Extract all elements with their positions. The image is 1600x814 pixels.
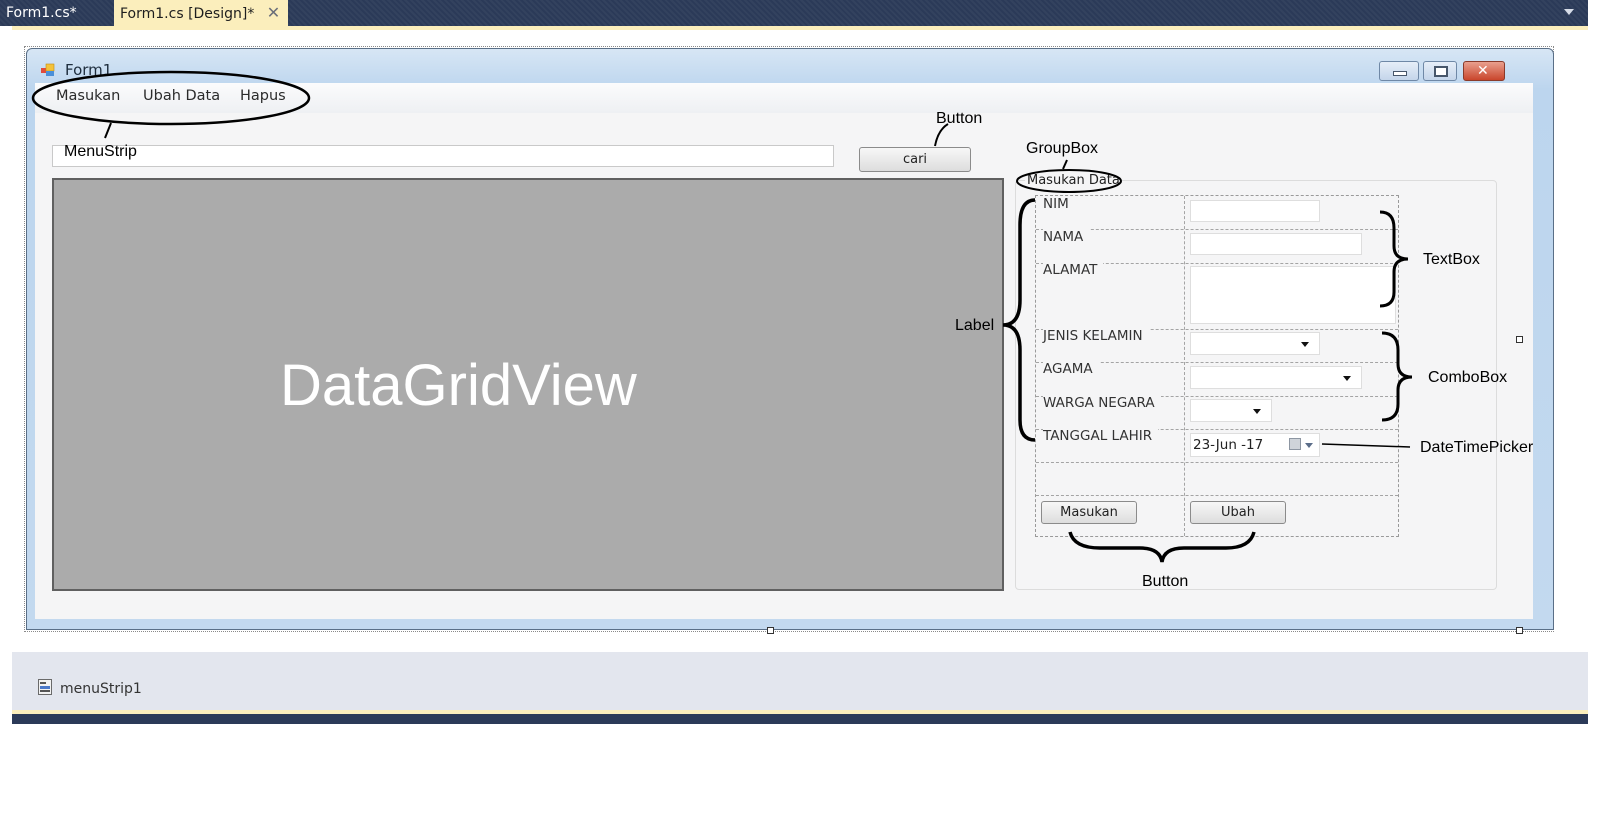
menu-strip: Masukan Ubah Data Hapus bbox=[35, 83, 1533, 113]
groupbox-masukan-data bbox=[1015, 180, 1497, 590]
groupbox-title: Masukan Data bbox=[1025, 173, 1122, 188]
tlp-divider bbox=[1036, 362, 1398, 363]
agama-combobox[interactable] bbox=[1190, 366, 1362, 389]
tlp-divider bbox=[1036, 495, 1398, 496]
annotation-combobox: ComboBox bbox=[1428, 369, 1508, 386]
data-grid-view-label: DataGridView bbox=[280, 353, 637, 418]
tab-label: Form1.cs [Design]* bbox=[120, 6, 255, 22]
annotation-menustrip: MenuStrip bbox=[64, 143, 137, 160]
form-window[interactable]: Form1 ✕ Masukan Ubah Data Hapus cari Dat… bbox=[26, 48, 1554, 630]
tab-form1-code[interactable]: Form1.cs* bbox=[0, 0, 108, 26]
close-button[interactable]: ✕ bbox=[1463, 61, 1505, 81]
tlp-divider bbox=[1036, 462, 1398, 463]
tab-label: Form1.cs* bbox=[6, 5, 77, 21]
date-value: 23-Jun -17 bbox=[1193, 437, 1264, 453]
menu-item-ubah-data[interactable]: Ubah Data bbox=[143, 88, 221, 104]
search-input[interactable] bbox=[52, 145, 834, 167]
dropdown-arrow-icon bbox=[1301, 342, 1309, 347]
table-layout-panel: NIM NAMA ALAMAT JENIS KELAMIN AGAMA WARG… bbox=[1035, 195, 1399, 537]
label-tanggal-lahir: TANGGAL LAHIR bbox=[1043, 428, 1159, 444]
alamat-textbox[interactable] bbox=[1190, 266, 1396, 324]
annotation-button-bottom: Button bbox=[1142, 573, 1189, 590]
menu-item-masukan[interactable]: Masukan bbox=[56, 88, 121, 104]
tab-form1-design[interactable]: Form1.cs [Design]* ✕ bbox=[114, 0, 288, 26]
maximize-button[interactable] bbox=[1423, 61, 1457, 81]
tlp-divider bbox=[1184, 196, 1185, 536]
resize-handle-right[interactable] bbox=[1516, 336, 1523, 343]
tlp-divider bbox=[1036, 429, 1398, 430]
tray-item-menustrip1[interactable]: menuStrip1 bbox=[60, 681, 142, 697]
calendar-icon bbox=[1289, 438, 1301, 450]
dropdown-arrow-icon bbox=[1305, 443, 1313, 448]
label-jenis-kelamin: JENIS KELAMIN bbox=[1043, 328, 1149, 344]
nim-textbox[interactable] bbox=[1190, 200, 1320, 222]
tlp-divider bbox=[1036, 263, 1398, 264]
data-grid-view[interactable]: DataGridView bbox=[52, 178, 1004, 591]
menustrip-icon bbox=[38, 679, 52, 695]
tlp-divider bbox=[1036, 396, 1398, 397]
label-nim: NIM bbox=[1043, 196, 1075, 212]
masukan-button[interactable]: Masukan bbox=[1041, 501, 1137, 524]
annotation-label: Label bbox=[955, 317, 995, 334]
dropdown-arrow-icon bbox=[1253, 409, 1261, 414]
label-nama: NAMA bbox=[1043, 229, 1090, 245]
ide-status-strip bbox=[12, 714, 1588, 724]
close-icon[interactable]: ✕ bbox=[266, 3, 281, 22]
menu-item-hapus[interactable]: Hapus bbox=[240, 88, 286, 104]
cari-button[interactable]: cari bbox=[859, 147, 971, 172]
label-alamat: ALAMAT bbox=[1043, 262, 1104, 278]
resize-handle-corner[interactable] bbox=[1516, 627, 1523, 634]
form-icon bbox=[41, 63, 55, 76]
component-tray: menuStrip1 bbox=[12, 652, 1588, 710]
minimize-button[interactable] bbox=[1379, 61, 1419, 81]
nama-textbox[interactable] bbox=[1190, 233, 1362, 255]
tab-underline bbox=[12, 26, 1588, 30]
annotation-datetimepicker: DateTimePicker bbox=[1420, 439, 1534, 456]
warga-negara-combobox[interactable] bbox=[1190, 399, 1272, 422]
jenis-kelamin-combobox[interactable] bbox=[1190, 332, 1320, 355]
tray-underline bbox=[12, 710, 1588, 714]
annotation-textbox: TextBox bbox=[1423, 251, 1480, 268]
annotation-groupbox: GroupBox bbox=[1026, 140, 1099, 157]
document-tab-bar: Form1.cs* Form1.cs [Design]* ✕ bbox=[0, 0, 1588, 26]
annotation-button-top: Button bbox=[936, 110, 983, 127]
resize-handle-bottom[interactable] bbox=[767, 627, 774, 634]
dropdown-arrow-icon bbox=[1343, 376, 1351, 381]
close-icon: ✕ bbox=[1477, 63, 1489, 79]
label-warga-negara: WARGA NEGARA bbox=[1043, 395, 1161, 411]
chevron-down-icon[interactable] bbox=[1564, 9, 1574, 15]
tanggal-lahir-datetimepicker[interactable]: 23-Jun -17 bbox=[1190, 433, 1320, 457]
tlp-divider bbox=[1036, 229, 1398, 230]
ubah-button[interactable]: Ubah bbox=[1190, 501, 1286, 524]
label-agama: AGAMA bbox=[1043, 361, 1099, 377]
form-client-area: Masukan Ubah Data Hapus cari DataGridVie… bbox=[35, 83, 1533, 619]
tlp-divider bbox=[1036, 329, 1398, 330]
